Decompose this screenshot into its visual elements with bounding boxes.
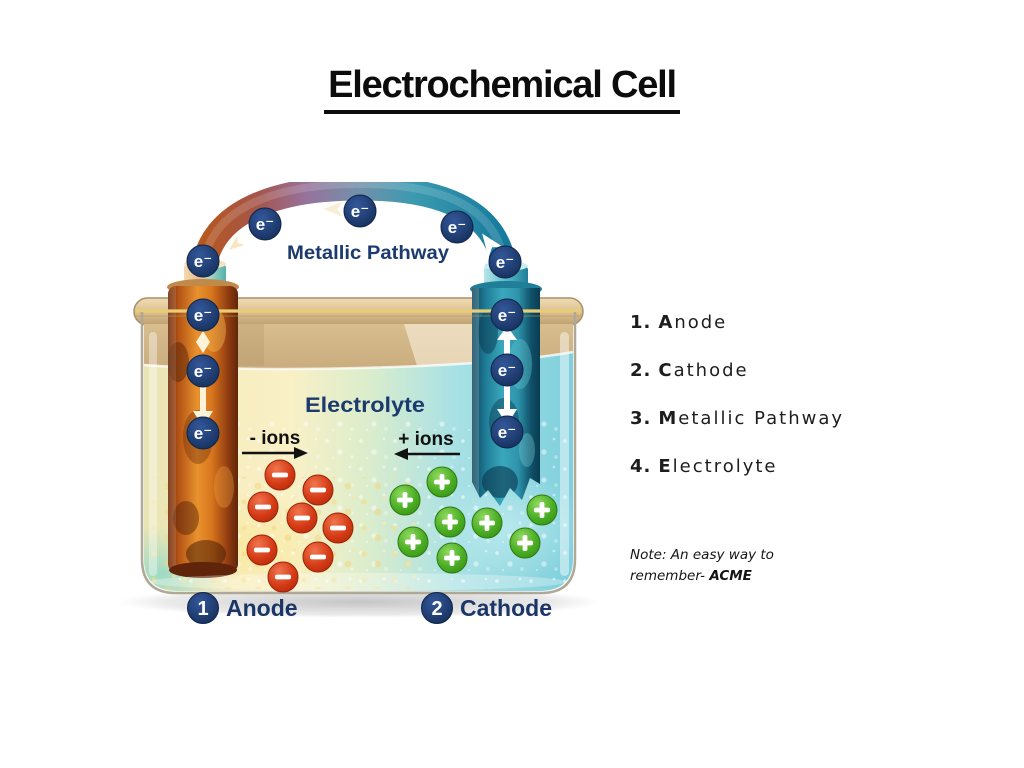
negative-ions-flow: - ions — [242, 428, 308, 459]
negative-ion-icon — [322, 512, 354, 544]
legend-rest: athode — [673, 360, 749, 381]
positive-ion-icon — [436, 542, 468, 574]
electron-icon: e⁻ — [186, 244, 220, 278]
electrolyte-label: Electrolyte — [305, 394, 425, 417]
beaker-glass — [140, 312, 577, 595]
legend-lead-letter: C — [658, 360, 674, 381]
metallic-pathway-label: Metallic Pathway — [287, 243, 449, 264]
positive-ion-icon — [509, 527, 541, 559]
page-title: Electrochemical Cell — [324, 64, 680, 114]
electron-icon: e⁻ — [186, 298, 220, 332]
legend-lead-letter: E — [658, 456, 673, 477]
electrons: e⁻ e⁻ e⁻ e⁻ e⁻ e⁻ e⁻ e⁻ e⁻ e⁻ e⁻ — [186, 194, 524, 450]
legend-number: 2. — [630, 360, 652, 381]
beaker-back-wall — [144, 324, 573, 369]
legend-number: 4. — [630, 456, 652, 477]
wire-arrow-left-small — [228, 235, 245, 250]
wire-arrow-right-big — [482, 233, 504, 258]
cathode-marker: 2 Cathode — [421, 592, 552, 624]
svg-text:e⁻: e⁻ — [498, 361, 516, 380]
negative-ion-icon — [247, 491, 279, 523]
svg-text:e⁻: e⁻ — [194, 362, 212, 381]
note-line1: Note: An easy way to — [630, 547, 774, 563]
positive-ion-icon — [526, 494, 558, 526]
legend-lead-letter: A — [658, 312, 675, 333]
electron-icon: e⁻ — [490, 353, 524, 387]
svg-text:e⁻: e⁻ — [194, 252, 212, 271]
electron-icon: e⁻ — [490, 298, 524, 332]
electron-icon: e⁻ — [490, 415, 524, 449]
legend-lead-letter: M — [658, 408, 679, 429]
positive-ion-icon — [426, 466, 458, 498]
left-arrow-icon — [394, 448, 408, 460]
positive-ion-icon — [389, 484, 421, 516]
legend-item-metallic-pathway: 3. Metallic Pathway — [630, 408, 844, 430]
legend-number: 3. — [630, 408, 652, 429]
wire-arrow-right — [421, 212, 441, 226]
negative-ion-icon — [246, 534, 278, 566]
cathode-marker-number: 2 — [431, 598, 442, 620]
mnemonic-note: Note: An easy way to remember- ACME — [630, 545, 815, 587]
legend-rest: lectrolyte — [672, 456, 778, 477]
svg-text:e⁻: e⁻ — [498, 423, 516, 442]
positive-ion-icon — [471, 507, 503, 539]
note-line2-prefix: remember- — [630, 567, 710, 584]
legend-rest: etallic Pathway — [678, 408, 845, 429]
negative-ion-icon — [267, 561, 299, 593]
electron-icon: e⁻ — [248, 207, 282, 241]
negative-ions — [246, 459, 354, 593]
legend-number: 1. — [630, 312, 652, 333]
positive-ion-icon — [434, 506, 466, 538]
negative-ion-icon — [286, 502, 318, 534]
page-title-wrap: Electrochemical Cell — [0, 64, 1004, 114]
electrochemical-cell-diagram: e⁻ e⁻ e⁻ e⁻ e⁻ e⁻ e⁻ e⁻ e⁻ e⁻ e⁻ — [118, 182, 602, 624]
anode-marker: 1 Anode — [187, 592, 298, 624]
negative-ion-icon — [302, 474, 334, 506]
positive-ions — [389, 466, 558, 574]
positive-ions-flow: + ions — [394, 429, 460, 460]
svg-text:e⁻: e⁻ — [256, 215, 274, 234]
note-acronym: ACME — [709, 567, 752, 584]
electron-icon: e⁻ — [488, 245, 522, 279]
wire-arrow-top — [323, 201, 343, 217]
svg-text:e⁻: e⁻ — [194, 306, 212, 325]
electron-icon: e⁻ — [440, 210, 474, 244]
positive-ions-label: + ions — [398, 429, 453, 450]
right-arrow-icon — [294, 447, 308, 459]
negative-ion-icon — [302, 541, 334, 573]
electron-icon: e⁻ — [343, 194, 377, 228]
legend-item-electrolyte: 4. Electrolyte — [630, 456, 844, 478]
svg-text:e⁻: e⁻ — [194, 424, 212, 443]
anode-marker-number: 1 — [197, 598, 208, 620]
negative-ion-icon — [264, 459, 296, 491]
positive-ion-icon — [397, 526, 429, 558]
anode-marker-label: Anode — [226, 595, 298, 621]
legend-rest: node — [674, 312, 728, 333]
svg-text:e⁻: e⁻ — [496, 253, 514, 272]
svg-text:e⁻: e⁻ — [448, 218, 466, 237]
legend-item-cathode: 2. Cathode — [630, 360, 844, 382]
negative-ions-label: - ions — [250, 428, 301, 449]
svg-text:e⁻: e⁻ — [351, 202, 369, 221]
cathode-marker-label: Cathode — [460, 595, 552, 621]
legend-item-anode: 1. Anode — [630, 312, 844, 334]
electron-icon: e⁻ — [186, 416, 220, 450]
legend-list: 1. Anode 2. Cathode 3. Metallic Pathway 4. E… — [630, 312, 844, 504]
svg-text:e⁻: e⁻ — [498, 306, 516, 325]
electron-icon: e⁻ — [186, 354, 220, 388]
